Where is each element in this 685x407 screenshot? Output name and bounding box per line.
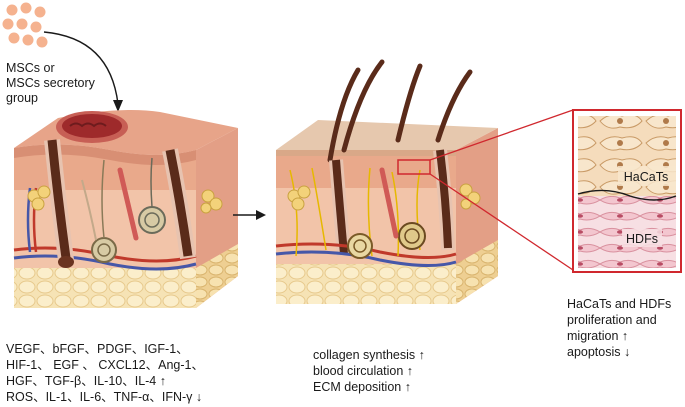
text-line: HIF-1、 EGF 、 CXCL12、Ang-1、: [6, 358, 204, 372]
msc-source-label: MSCs or MSCs secretory group: [6, 61, 95, 106]
tissue-effects-text: collagen synthesis ↑ blood circulation ↑…: [313, 347, 425, 395]
cell-inset: HaCaTs HDFs: [572, 109, 682, 273]
wounded-skin-block: [13, 110, 238, 308]
hacats-label: HaCaTs: [624, 170, 668, 184]
text-line: MSCs secretory: [6, 76, 95, 90]
text-line: collagen synthesis ↑: [313, 348, 425, 362]
text-line: proliferation and: [567, 313, 657, 327]
text-line: ROS、IL-1、IL-6、TNF-α、IFN-γ ↓: [6, 390, 203, 404]
text-line: apoptosis ↓: [567, 345, 631, 359]
text-line: MSCs or: [6, 61, 55, 75]
text-line: ECM deposition ↑: [313, 380, 411, 394]
text-line: HGF、TGF-β、IL-10、IL-4 ↑: [6, 374, 166, 388]
msc-cells-icon: [2, 2, 48, 48]
healed-skin-block: [275, 59, 498, 304]
text-line: VEGF、bFGF、PDGF、IGF-1、: [6, 342, 189, 356]
transition-arrow-icon: [233, 210, 266, 220]
text-line: blood circulation ↑: [313, 364, 414, 378]
hdfs-label: HDFs: [626, 232, 658, 246]
text-line: group: [6, 91, 38, 105]
application-arrow-icon: [43, 31, 123, 112]
text-line: migration ↑: [567, 329, 629, 343]
zoom-lines: [429, 109, 574, 271]
text-line: HaCaTs and HDFs: [567, 297, 672, 311]
secreted-factors-text: VEGF、bFGF、PDGF、IGF-1、 HIF-1、 EGF 、 CXCL1…: [6, 341, 204, 405]
cell-effects-text: HaCaTs and HDFs proliferation and migrat…: [567, 296, 671, 360]
